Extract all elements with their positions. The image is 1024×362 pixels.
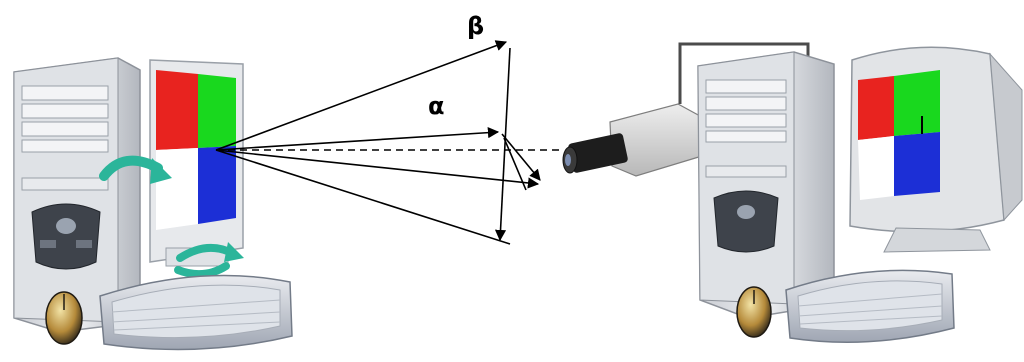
right-quadrant-blue <box>894 132 940 196</box>
alpha-lower-ray <box>215 149 540 189</box>
right-quadrant-red <box>858 76 894 140</box>
alpha-label: α <box>428 92 445 120</box>
right-quadrant-green <box>894 70 940 136</box>
left-quadrant-red <box>156 70 198 150</box>
rotate-arrow-icon <box>99 155 172 184</box>
alpha-upper-ray <box>215 127 500 151</box>
left-quadrant-blue <box>198 146 236 224</box>
video-camera-icon <box>562 42 810 177</box>
right-mouse-icon <box>736 286 772 338</box>
beta-lower-ray <box>215 149 511 245</box>
left-quadrant-green <box>198 74 236 148</box>
left-quadrant-white <box>156 148 198 230</box>
beta-arc-down <box>494 47 511 242</box>
left-mouse-icon <box>45 291 83 345</box>
alpha-arc-down <box>501 133 541 181</box>
right-crt-monitor <box>849 46 1023 253</box>
rotate-arrow-icon <box>174 242 244 279</box>
left-computer-tower <box>13 57 141 333</box>
view-lines <box>215 40 560 245</box>
beta-label: β <box>467 12 484 40</box>
left-lcd-monitor <box>149 59 244 267</box>
right-keyboard-icon <box>785 269 955 343</box>
beta-upper-ray <box>215 40 508 151</box>
alpha-arc-up <box>503 137 527 191</box>
right-quadrant-white <box>858 136 894 200</box>
right-computer-tower <box>697 51 835 319</box>
left-keyboard-icon <box>99 274 293 351</box>
